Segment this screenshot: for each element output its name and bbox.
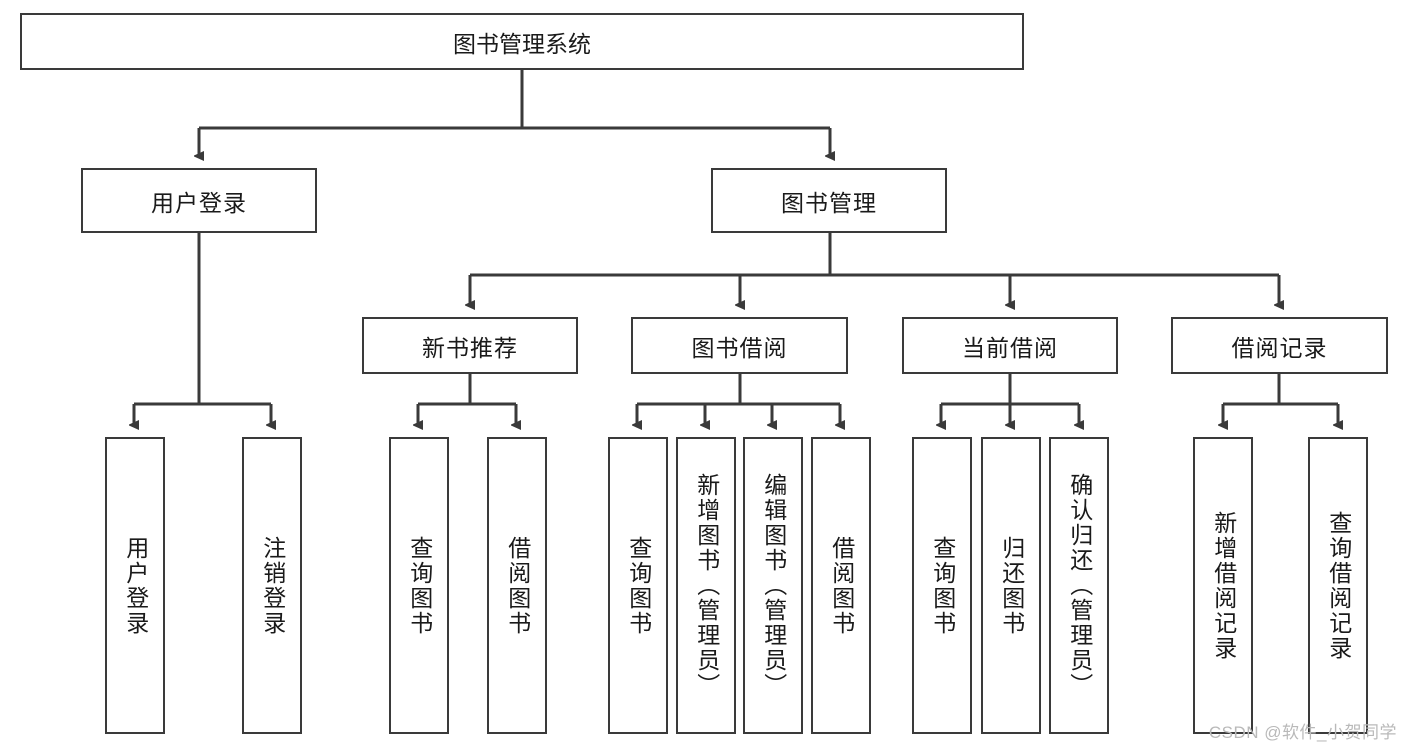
leaf-label: 用户登录 <box>122 535 149 636</box>
node-book-borrow[interactable]: 图书借阅 <box>631 317 848 374</box>
leaf-label: 注销登录 <box>259 535 286 636</box>
leaf-label: 确认归还（管理员） <box>1066 473 1093 698</box>
leaf-borrow-record-1[interactable]: 查询借阅记录 <box>1308 437 1368 734</box>
leaf-book-borrow-2[interactable]: 编辑图书（管理员） <box>743 437 803 734</box>
node-root[interactable]: 图书管理系统 <box>20 13 1024 70</box>
node-user-login-label: 用户登录 <box>151 189 247 216</box>
node-book-management-label: 图书管理 <box>781 189 877 216</box>
leaf-label: 编辑图书（管理员） <box>760 473 787 698</box>
leaf-label: 借阅图书 <box>828 535 855 636</box>
leaf-label: 借阅图书 <box>504 535 531 636</box>
leaf-borrow-record-0[interactable]: 新增借阅记录 <box>1193 437 1253 734</box>
csdn-watermark: CSDN @软件_小贺同学 <box>1208 723 1397 742</box>
leaf-current-borrow-0[interactable]: 查询图书 <box>912 437 972 734</box>
node-new-book-recommend[interactable]: 新书推荐 <box>362 317 578 374</box>
node-user-login[interactable]: 用户登录 <box>81 168 317 233</box>
node-current-borrow-label: 当前借阅 <box>962 334 1058 361</box>
leaf-book-borrow-1[interactable]: 新增图书（管理员） <box>676 437 736 734</box>
leaf-label: 归还图书 <box>998 535 1025 636</box>
leaf-new-book-recommend-0[interactable]: 查询图书 <box>389 437 449 734</box>
node-current-borrow[interactable]: 当前借阅 <box>902 317 1118 374</box>
node-new-book-recommend-label: 新书推荐 <box>422 334 518 361</box>
node-borrow-record[interactable]: 借阅记录 <box>1171 317 1388 374</box>
leaf-label: 新增图书（管理员） <box>693 473 720 698</box>
leaf-label: 查询借阅记录 <box>1325 510 1352 661</box>
node-book-borrow-label: 图书借阅 <box>691 334 788 361</box>
leaf-current-borrow-2[interactable]: 确认归还（管理员） <box>1049 437 1109 734</box>
leaf-current-borrow-1[interactable]: 归还图书 <box>981 437 1041 734</box>
node-book-management[interactable]: 图书管理 <box>711 168 947 233</box>
leaf-user-login-0[interactable]: 用户登录 <box>105 437 165 734</box>
node-root-label: 图书管理系统 <box>453 30 591 57</box>
leaf-label: 查询图书 <box>625 535 652 636</box>
leaf-book-borrow-0[interactable]: 查询图书 <box>608 437 668 734</box>
leaf-new-book-recommend-1[interactable]: 借阅图书 <box>487 437 547 734</box>
leaf-label: 新增借阅记录 <box>1210 510 1237 661</box>
leaf-label: 查询图书 <box>929 535 956 636</box>
leaf-user-login-1[interactable]: 注销登录 <box>242 437 302 734</box>
node-borrow-record-label: 借阅记录 <box>1231 334 1328 361</box>
leaf-label: 查询图书 <box>406 535 433 636</box>
leaf-book-borrow-3[interactable]: 借阅图书 <box>811 437 871 734</box>
